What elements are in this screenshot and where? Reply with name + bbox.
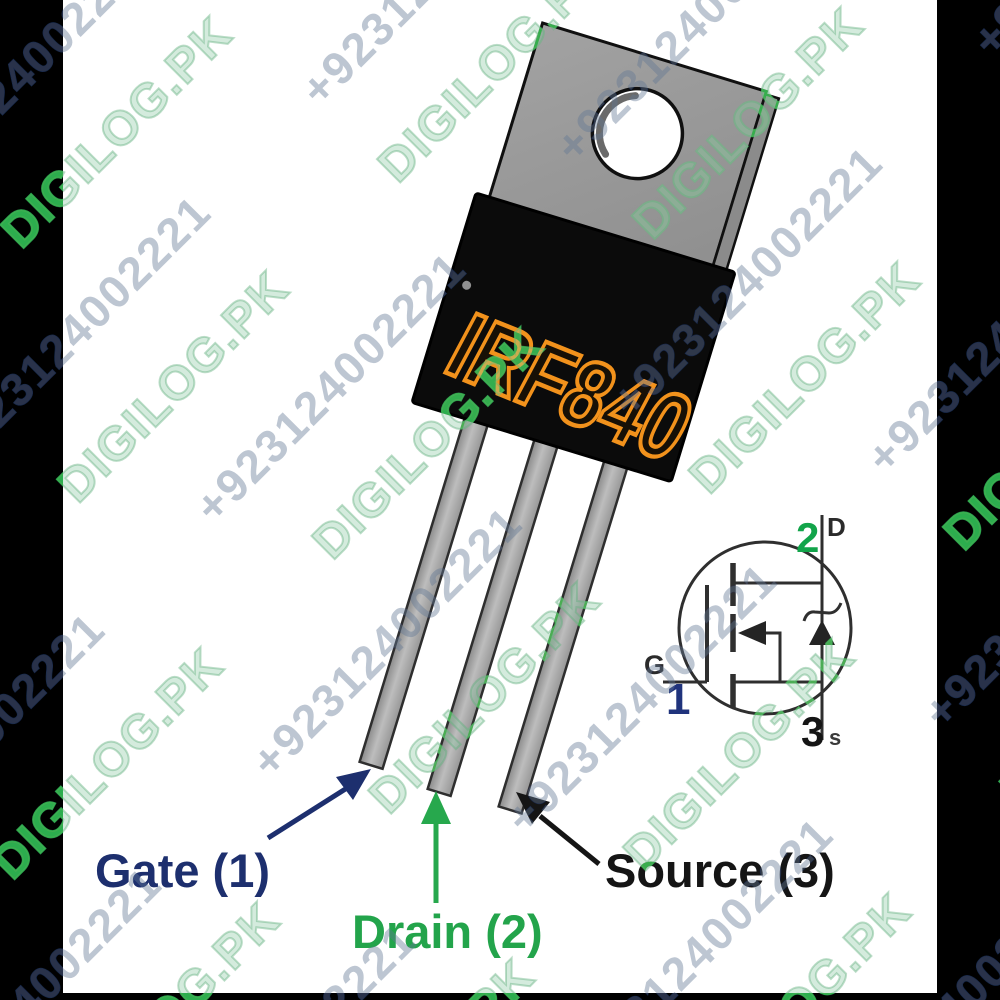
pins	[358, 408, 632, 816]
pin3-number: 3	[801, 708, 824, 755]
gate-pin-label: Gate (1)	[95, 844, 270, 897]
body-arrow	[738, 621, 766, 645]
annotation-arrows	[266, 769, 601, 903]
to220-package: IRF840	[358, 21, 781, 816]
drain-arrow	[421, 791, 451, 903]
package-body	[411, 192, 736, 483]
gate-letter: G	[644, 650, 665, 680]
gate-arrow	[266, 769, 371, 841]
source-pin-label: Source (3)	[605, 844, 835, 897]
mounting-hole-shadow	[596, 92, 639, 158]
symbol-circle	[677, 540, 853, 716]
source-arrow	[516, 792, 601, 866]
body-diode-triangle	[809, 620, 835, 645]
body-pin1-dot	[462, 280, 472, 290]
drain-letter: D	[827, 512, 846, 542]
pin2-number: 2	[796, 514, 819, 561]
body-diode-cathode	[802, 602, 843, 622]
left-border-strip	[0, 0, 63, 1000]
mounting-hole	[590, 86, 685, 181]
pin1-number: 1	[666, 675, 690, 724]
right-border-strip	[937, 0, 1000, 1000]
drain-pin-label: Drain (2)	[352, 905, 543, 958]
mosfet-symbol: G D 2 1 3 s	[644, 512, 853, 755]
source-letter: s	[829, 725, 841, 750]
body-connection	[766, 631, 782, 682]
bottom-border-bar	[0, 993, 1000, 1000]
